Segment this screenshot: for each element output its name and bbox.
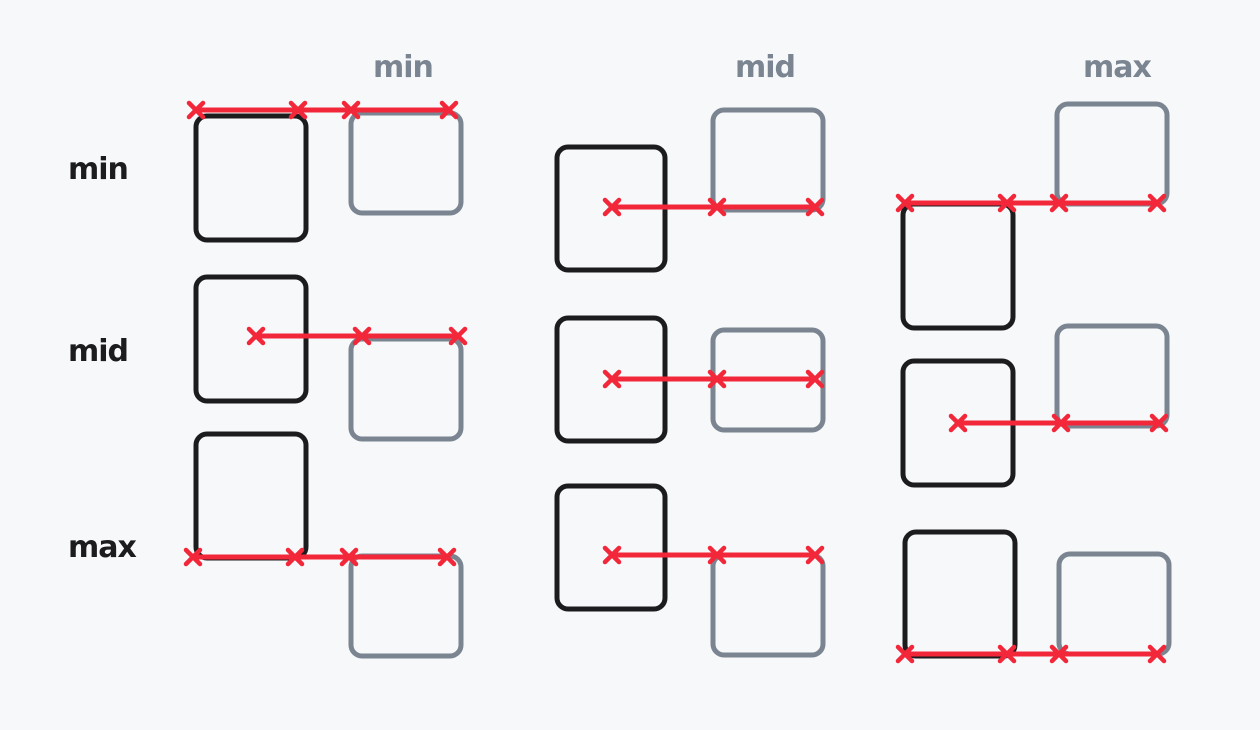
aligned-box-min-mid	[710, 107, 826, 213]
aligned-box-min-min	[348, 110, 464, 216]
alignment-marker-max-max-3	[1049, 644, 1069, 664]
alignment-marker-max-mid-1	[602, 545, 622, 565]
alignment-marker-mid-mid-2	[707, 369, 727, 389]
alignment-marker-min-mid-3	[805, 197, 825, 217]
row-label-min: min	[68, 152, 129, 187]
alignment-marker-max-max-2	[997, 644, 1017, 664]
alignment-marker-mid-min-1	[246, 326, 266, 346]
alignment-marker-mid-mid-3	[805, 369, 825, 389]
alignment-marker-mid-max-3	[1149, 413, 1169, 433]
alignment-marker-max-min-4	[437, 547, 457, 567]
column-label-mid: mid	[735, 50, 796, 85]
alignment-marker-mid-min-2	[352, 326, 372, 346]
alignment-marker-min-min-3	[341, 100, 361, 120]
alignment-marker-min-max-1	[895, 193, 915, 213]
anchor-box-max-min	[193, 431, 309, 561]
alignment-marker-min-max-2	[997, 193, 1017, 213]
alignment-marker-mid-max-1	[948, 413, 968, 433]
alignment-marker-min-min-1	[186, 100, 206, 120]
row-label-mid: mid	[68, 334, 129, 369]
row-label-max: max	[68, 530, 137, 565]
anchor-box-mid-min	[193, 274, 309, 404]
aligned-box-min-max	[1054, 101, 1170, 207]
anchor-box-min-max	[900, 201, 1016, 331]
alignment-marker-max-max-4	[1147, 644, 1167, 664]
alignment-marker-max-mid-3	[805, 545, 825, 565]
anchor-box-max-mid	[554, 483, 668, 612]
alignment-marker-mid-max-2	[1051, 413, 1071, 433]
alignment-marker-min-min-4	[439, 100, 459, 120]
alignment-marker-min-max-3	[1049, 193, 1069, 213]
alignment-marker-max-mid-2	[707, 545, 727, 565]
aligned-box-mid-min	[348, 336, 464, 442]
aligned-box-max-min	[348, 553, 464, 659]
alignment-marker-min-min-2	[288, 100, 308, 120]
alignment-marker-min-mid-1	[602, 197, 622, 217]
alignment-marker-max-min-1	[183, 547, 203, 567]
alignment-marker-min-mid-2	[707, 197, 727, 217]
anchor-box-min-min	[193, 113, 309, 243]
alignment-marker-mid-min-3	[448, 326, 468, 346]
alignment-marker-min-max-4	[1147, 193, 1167, 213]
alignment-marker-mid-mid-1	[602, 369, 622, 389]
aligned-box-mid-max	[1054, 323, 1170, 429]
alignment-marker-max-max-1	[895, 644, 915, 664]
alignment-marker-max-min-3	[339, 547, 359, 567]
aligned-box-max-max	[1056, 551, 1172, 657]
column-label-max: max	[1083, 50, 1152, 85]
alignment-marker-max-min-2	[285, 547, 305, 567]
column-label-min: min	[373, 50, 434, 85]
aligned-box-max-mid	[710, 552, 826, 658]
anchor-box-max-max	[902, 529, 1018, 659]
